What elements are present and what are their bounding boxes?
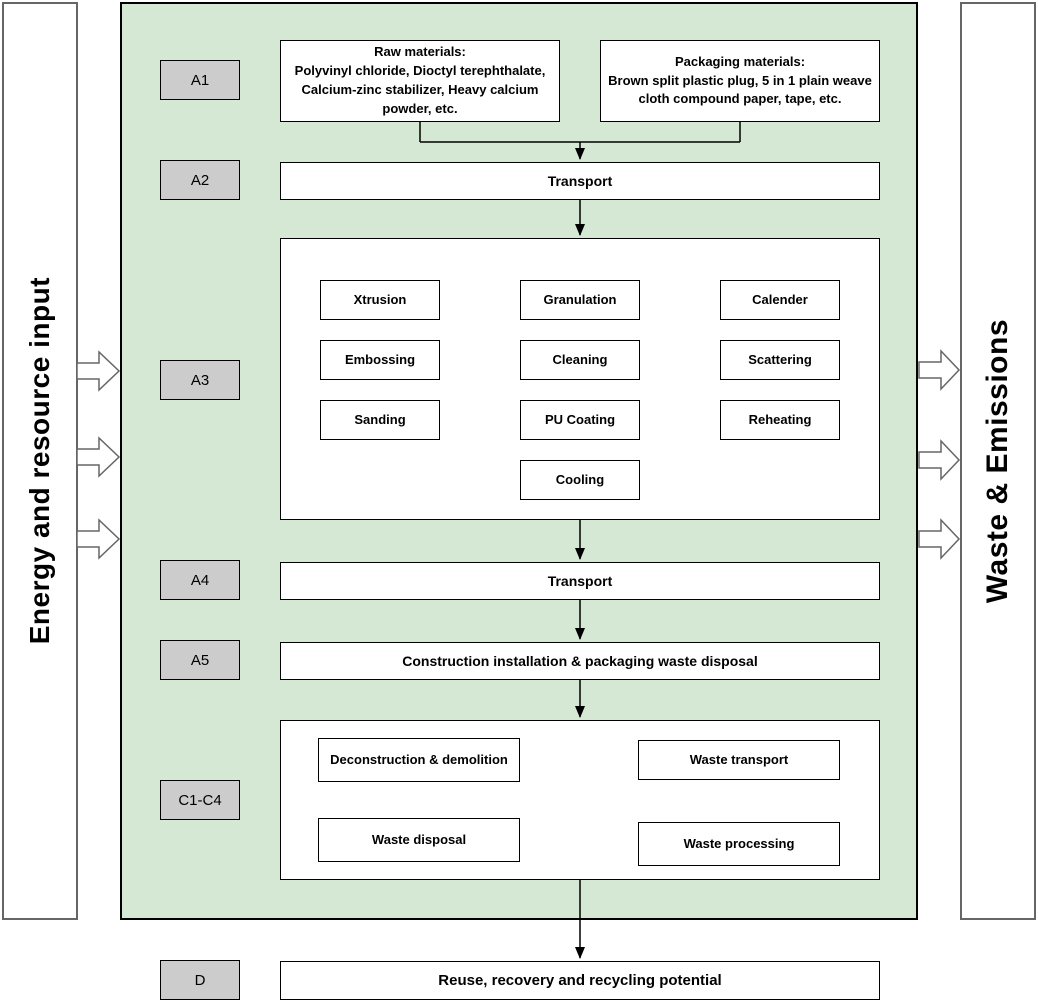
stage-label-a4: A4 [160, 560, 240, 600]
raw-materials-body: Polyvinyl chloride, Dioctyl terephthalat… [294, 63, 546, 116]
packaging-materials-body: Brown split plastic plug, 5 in 1 plain w… [608, 72, 872, 107]
packaging-materials-box: Packaging materials: Brown split plastic… [600, 40, 880, 122]
c1c4-waste-disposal-box: Waste disposal [318, 818, 520, 862]
raw-materials-title: Raw materials: [374, 44, 466, 60]
a3-step-pu-coating: PU Coating [520, 400, 640, 440]
a2-transport-box: Transport [280, 162, 880, 200]
raw-materials-box: Raw materials: Polyvinyl chloride, Dioct… [280, 40, 560, 122]
stage-label-d: D [160, 960, 240, 1000]
a3-step-xtrusion: Xtrusion [320, 280, 440, 320]
stage-label-a5: A5 [160, 640, 240, 680]
a3-step-scattering: Scattering [720, 340, 840, 380]
a3-step-cooling: Cooling [520, 460, 640, 500]
a3-step-calender: Calender [720, 280, 840, 320]
stage-label-a2: A2 [160, 160, 240, 200]
waste-emissions-bar: Waste & Emissions [960, 2, 1036, 920]
a5-construction-box: Construction installation & packaging wa… [280, 642, 880, 680]
packaging-materials-title: Packaging materials: [674, 53, 806, 69]
a4-transport-box: Transport [280, 562, 880, 600]
stage-label-a3: A3 [160, 360, 240, 400]
a3-step-sanding: Sanding [320, 400, 440, 440]
c1c4-waste-processing-box: Waste processing [638, 822, 840, 866]
a3-step-granulation: Granulation [520, 280, 640, 320]
d-reuse-recovery-box: Reuse, recovery and recycling potential [280, 961, 880, 1000]
stage-label-c1c4: C1-C4 [160, 780, 240, 820]
stage-label-a1: A1 [160, 60, 240, 100]
c1c4-waste-transport-box: Waste transport [638, 740, 840, 780]
a3-step-embossing: Embossing [320, 340, 440, 380]
a3-step-reheating: Reheating [720, 400, 840, 440]
c1c4-deconstruction-box: Deconstruction & demolition [318, 738, 520, 782]
energy-input-bar: Energy and resource input [2, 2, 78, 920]
a3-step-cleaning: Cleaning [520, 340, 640, 380]
